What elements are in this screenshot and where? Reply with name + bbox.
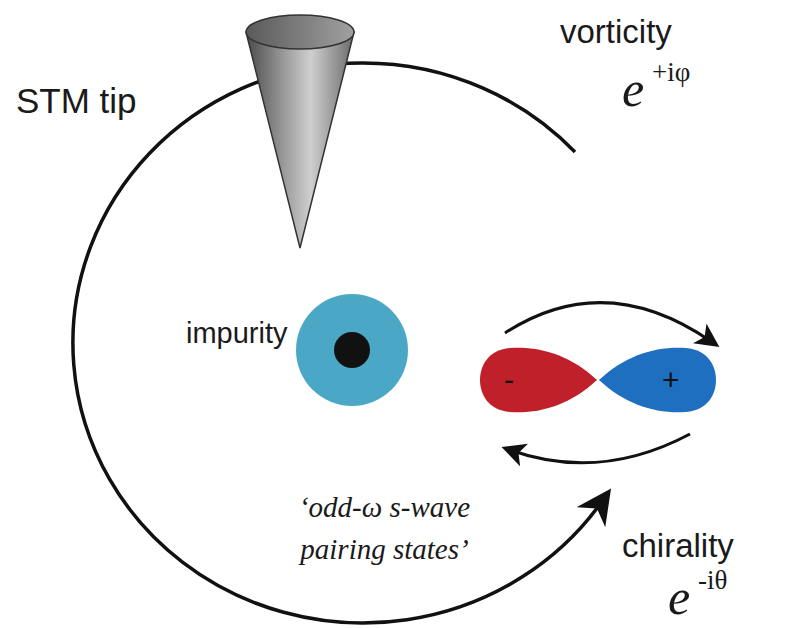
exponent-base: e	[622, 62, 644, 117]
pairing-label: ‘odd-ω s-wave pairing states’	[282, 486, 487, 570]
sign-label: -	[504, 365, 514, 395]
tip-label: STM tip	[16, 82, 137, 121]
stm-tip-top	[246, 15, 354, 49]
exponent-sup: +iφ	[652, 58, 690, 88]
rotation-arrow	[510, 434, 690, 463]
chirality-label: chirality	[622, 528, 734, 564]
vorticity-arc	[73, 63, 603, 623]
impurity-disc	[296, 294, 408, 406]
impurity-label: impurity	[186, 318, 288, 350]
lobe-shape	[598, 345, 718, 415]
positive-lobe: +	[598, 345, 718, 415]
vorticity-label: vorticity	[560, 14, 672, 50]
rotation-arrow	[505, 303, 712, 342]
impurity-core	[334, 332, 370, 368]
negative-lobe: -	[478, 345, 598, 415]
sign-label: +	[662, 365, 680, 395]
exponent-sup: -iθ	[698, 566, 727, 596]
stm-tip	[246, 32, 354, 248]
exponent-base: e	[668, 570, 690, 625]
lobe-shape	[478, 345, 598, 415]
